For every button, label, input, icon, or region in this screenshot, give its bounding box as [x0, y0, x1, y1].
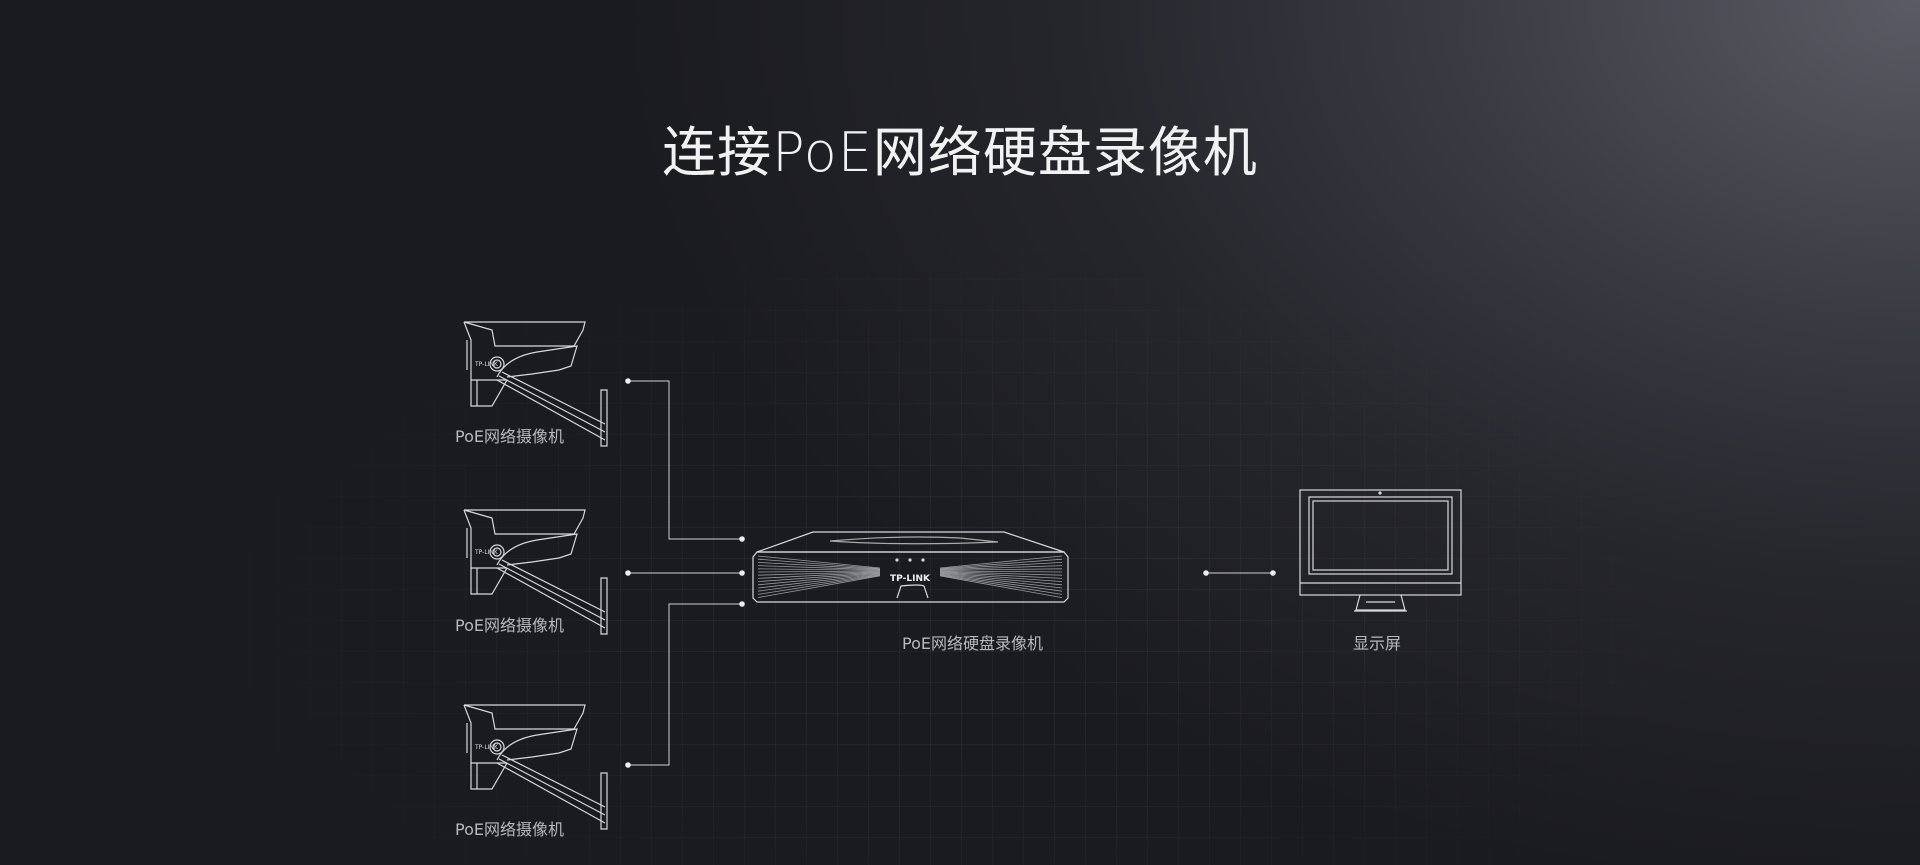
nvr-front-line — [757, 574, 881, 595]
nvr-front-line — [939, 570, 1063, 573]
nvr-front-line — [939, 574, 1063, 595]
nvr-front-line — [939, 571, 1063, 579]
nvr-front-line — [757, 568, 881, 571]
nvr-icon: TP-LINK — [752, 531, 1069, 603]
camera-1-icon: TP-LINK — [463, 321, 608, 447]
nvr-front-line — [757, 565, 881, 571]
nvr-front-line — [757, 570, 881, 573]
svg-text:TP-LINK: TP-LINK — [474, 549, 499, 556]
nvr-front-line — [939, 558, 1063, 569]
connection-lines — [628, 380, 1273, 766]
monitor-icon — [1299, 489, 1462, 612]
nvr-front-line — [939, 568, 1063, 571]
camera-1-label: PoE网络摄像机 — [455, 427, 564, 446]
camera-2-label: PoE网络摄像机 — [455, 616, 564, 635]
nvr-front-line — [939, 573, 1063, 589]
nvr-front-line — [757, 572, 881, 582]
nvr-front-line — [757, 562, 881, 570]
page-title: 连接PoE网络硬盘录像机 — [662, 121, 1258, 184]
nvr-front-line — [939, 574, 1063, 592]
svg-text:TP-LINK: TP-LINK — [474, 361, 499, 368]
monitor-label: 显示屏 — [1353, 634, 1402, 653]
nvr-front-line — [939, 575, 1063, 598]
nvr-front-line — [757, 555, 881, 569]
camera-3-label: PoE网络摄像机 — [455, 820, 564, 839]
nvr-front-line — [939, 555, 1063, 569]
nvr-front-line — [757, 571, 881, 576]
svg-text:TP-LINK: TP-LINK — [890, 574, 931, 584]
nvr-front-line — [757, 573, 881, 586]
nvr-front-line — [757, 575, 881, 598]
nvr-front-line — [757, 574, 881, 592]
nvr-front-line — [939, 572, 1063, 582]
camera-2-icon: TP-LINK — [463, 509, 608, 635]
nvr-front-line — [757, 571, 881, 579]
nvr-front-line — [757, 573, 881, 589]
nvr-front-line — [939, 573, 1063, 586]
nvr-label: PoE网络硬盘录像机 — [902, 634, 1043, 653]
nvr-front-line — [757, 558, 881, 569]
nvr-front-line — [939, 565, 1063, 571]
camera-3-icon: TP-LINK — [463, 704, 608, 830]
nvr-front-line — [939, 571, 1063, 576]
nvr-front-line — [939, 562, 1063, 570]
svg-text:TP-LINK: TP-LINK — [474, 744, 499, 751]
